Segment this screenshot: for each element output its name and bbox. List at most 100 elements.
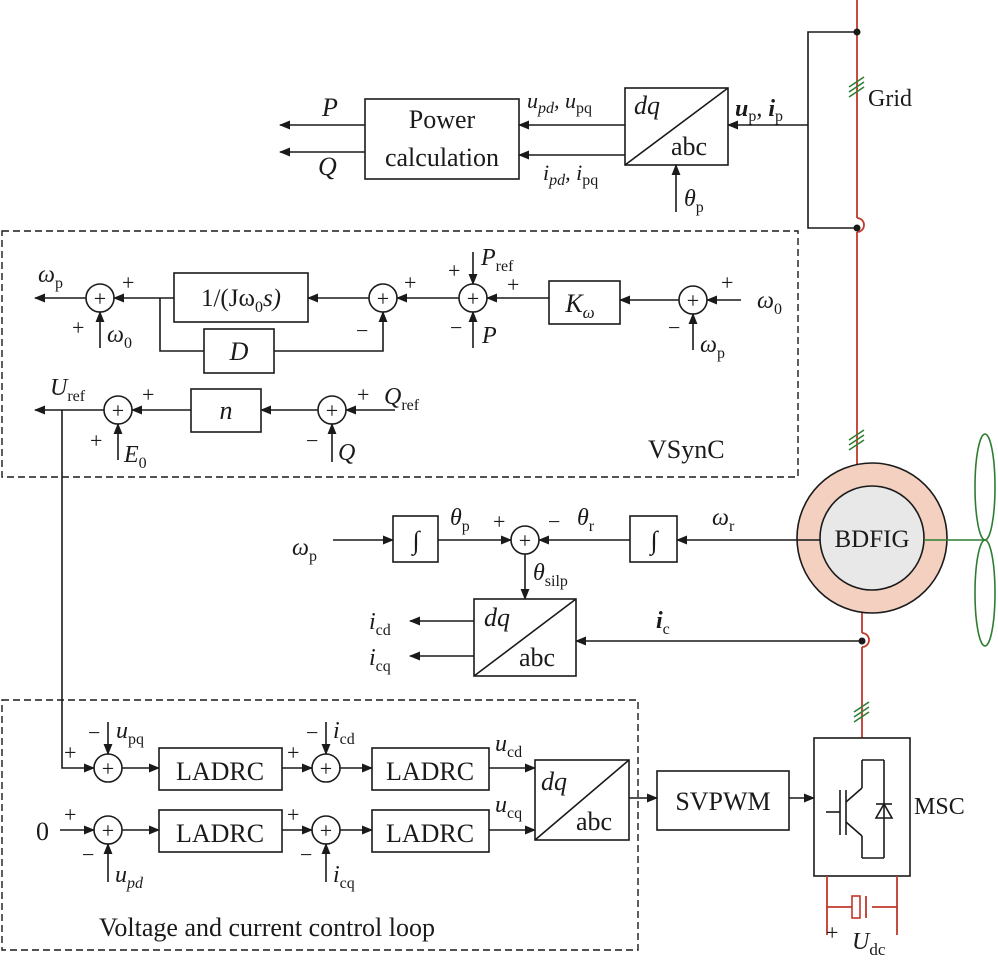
svg-text:∫: ∫ bbox=[648, 526, 659, 556]
sum-voltage: + bbox=[103, 395, 133, 425]
k-omega-block bbox=[548, 280, 621, 325]
svg-text:−: − bbox=[306, 428, 318, 453]
svg-text:+: + bbox=[377, 286, 389, 311]
svg-text:+: + bbox=[287, 802, 299, 827]
sum-damping: + bbox=[368, 283, 398, 313]
q-feedback-label: Q bbox=[338, 440, 355, 466]
svg-text:abc: abc bbox=[671, 132, 707, 161]
dq-abc-output-block: dq abc bbox=[534, 759, 630, 841]
svg-text:Kω: Kω bbox=[564, 289, 594, 322]
svg-text:−: − bbox=[88, 720, 100, 745]
ladrc-current-q bbox=[371, 809, 490, 853]
u-pd-label: upd bbox=[115, 862, 144, 892]
e0-label: E0 bbox=[123, 442, 147, 472]
svg-text:−: − bbox=[450, 315, 462, 340]
svg-text:∫: ∫ bbox=[410, 526, 421, 556]
sum-reactive: + bbox=[317, 395, 347, 425]
svg-text:+: + bbox=[320, 818, 332, 843]
msc-label: MSC bbox=[914, 794, 965, 820]
vsync-label: VSynC bbox=[648, 435, 725, 464]
svg-text:LADRC: LADRC bbox=[176, 757, 264, 786]
svg-text:LADRC: LADRC bbox=[386, 757, 474, 786]
grid-line bbox=[848, 0, 870, 738]
svg-text:−: − bbox=[306, 720, 318, 745]
svg-text:abc: abc bbox=[576, 807, 612, 836]
svg-text:−: − bbox=[300, 842, 312, 867]
sum-ud: + bbox=[93, 753, 123, 783]
svg-text:LADRC: LADRC bbox=[386, 819, 474, 848]
svg-text:+: + bbox=[112, 398, 124, 423]
svg-text:D: D bbox=[229, 337, 249, 366]
svg-text:+: + bbox=[64, 740, 76, 765]
power-calculation-block bbox=[364, 98, 520, 180]
svg-text:+: + bbox=[687, 288, 699, 313]
svg-text:+: + bbox=[142, 382, 154, 407]
damping-block bbox=[203, 328, 275, 374]
measurement-bracket bbox=[807, 31, 857, 229]
p-output-label: P bbox=[321, 93, 338, 122]
svg-text:dq: dq bbox=[484, 603, 510, 632]
q-output-label: Q bbox=[318, 152, 337, 181]
svg-text:+: + bbox=[404, 270, 416, 295]
svg-text:n: n bbox=[220, 396, 233, 425]
up-ip-label: up, ip bbox=[735, 96, 783, 125]
dc-link bbox=[826, 876, 898, 935]
sum-power: + bbox=[458, 283, 488, 313]
svg-text:Power: Power bbox=[409, 105, 476, 134]
omega-0-ref-label: ω0 bbox=[757, 288, 782, 318]
theta-p-label: θp bbox=[450, 505, 470, 535]
turbine-blades-icon bbox=[924, 433, 996, 647]
bdfig-machine: BDFIG bbox=[796, 462, 948, 614]
msc-converter bbox=[813, 737, 911, 877]
svg-text:abc: abc bbox=[519, 643, 555, 672]
svg-text:dq: dq bbox=[541, 767, 567, 796]
u-cd-label: ucd bbox=[495, 731, 522, 761]
svg-text:+: + bbox=[320, 756, 332, 781]
sum-uq: + bbox=[93, 815, 123, 845]
theta-p-top-label: θp bbox=[684, 186, 704, 216]
i-cd-feedback-label: icd bbox=[333, 718, 355, 748]
svg-text:+: + bbox=[467, 286, 479, 311]
upd-upq-label: upd, upq bbox=[527, 88, 592, 117]
sum-omega-p: + bbox=[85, 283, 115, 313]
u-pq-label: upq bbox=[116, 718, 144, 748]
integrator-p-block bbox=[392, 515, 439, 563]
q-ref-label: Qref bbox=[384, 384, 420, 414]
svg-text:calculation: calculation bbox=[385, 143, 499, 172]
svg-text:+: + bbox=[64, 802, 76, 827]
svg-text:+: + bbox=[102, 818, 114, 843]
u-cq-label: ucq bbox=[495, 792, 522, 822]
p-ref-label: Pref bbox=[480, 245, 514, 275]
uref-feed-line bbox=[61, 410, 96, 773]
svg-text:+: + bbox=[90, 428, 102, 453]
svg-text:SVPWM: SVPWM bbox=[675, 787, 770, 816]
udc-label: Udc bbox=[852, 929, 886, 959]
svg-text:+: + bbox=[493, 509, 505, 534]
svg-text:+: + bbox=[72, 315, 84, 340]
svg-text:LADRC: LADRC bbox=[176, 819, 264, 848]
svg-text:dq: dq bbox=[634, 91, 660, 120]
svg-text:+: + bbox=[287, 740, 299, 765]
omega-p-out-label: ωp bbox=[38, 262, 63, 292]
vsync-region bbox=[1, 230, 799, 478]
ipd-ipq-label: ipd, ipq bbox=[543, 160, 598, 189]
omega-r-label: ωr bbox=[712, 505, 735, 535]
theta-r-label: θr bbox=[577, 505, 595, 535]
i-cq-feedback-label: icq bbox=[333, 862, 355, 892]
svg-text:+: + bbox=[721, 270, 733, 295]
zero-input-label: 0 bbox=[36, 817, 49, 846]
p-feedback-label: P bbox=[481, 323, 497, 349]
dq-abc-current-block: dq abc bbox=[473, 598, 577, 677]
ladrc-voltage-q bbox=[158, 809, 283, 853]
u-ref-label: Uref bbox=[50, 375, 86, 405]
omega-0-label: ω0 bbox=[107, 322, 132, 352]
svpwm-block bbox=[656, 770, 790, 831]
svg-text:+: + bbox=[507, 272, 519, 297]
n-gain-block bbox=[190, 388, 262, 433]
svg-text:+: + bbox=[102, 756, 114, 781]
inertia-block bbox=[173, 272, 309, 323]
sum-iq: + bbox=[311, 815, 341, 845]
bdfig-label: BDFIG bbox=[834, 526, 909, 553]
i-cd-out-label: icd bbox=[369, 609, 391, 639]
